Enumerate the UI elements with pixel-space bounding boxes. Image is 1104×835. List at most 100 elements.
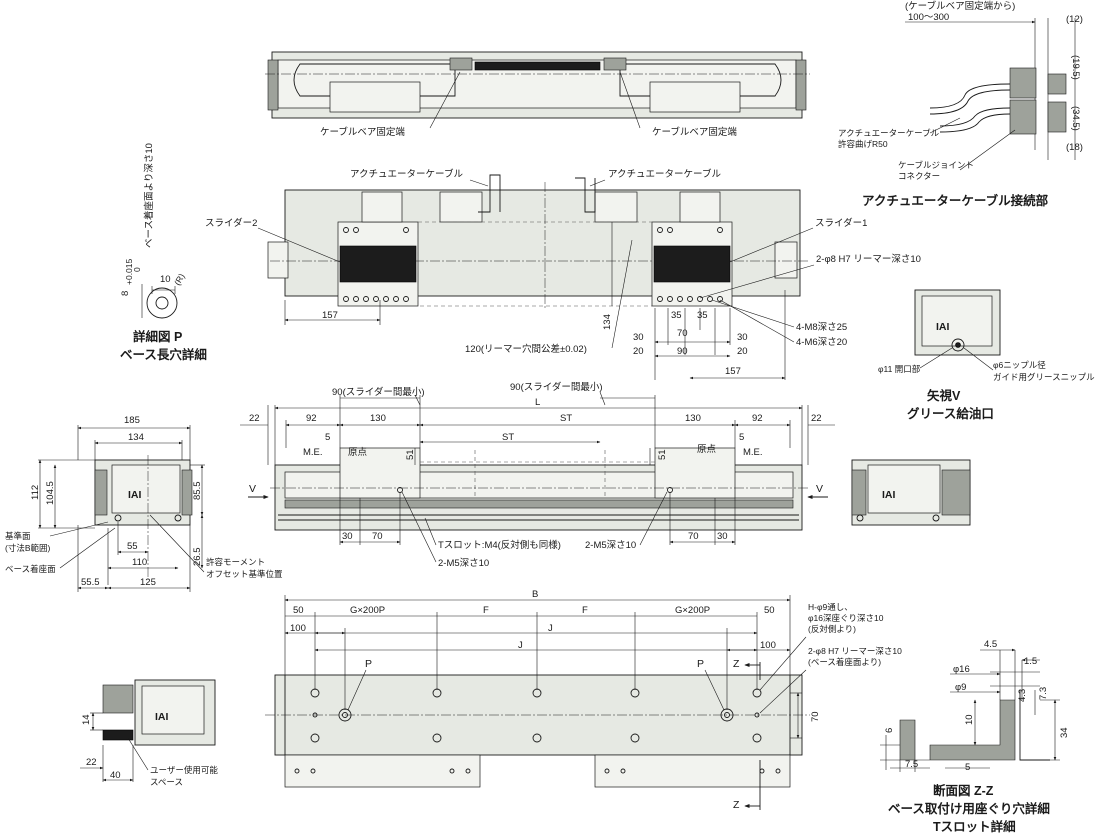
origin-left: 原点 bbox=[348, 447, 368, 458]
open-label: φ11 開口部 bbox=[878, 364, 921, 374]
Z-top: Z bbox=[733, 658, 740, 670]
top-view: ケーブルベア固定端 ケーブルベア固定端 bbox=[265, 51, 810, 138]
dim-ST-top: ST bbox=[560, 413, 572, 424]
dim-8: 8 bbox=[120, 291, 131, 296]
dim-35-plan-b: 35 bbox=[697, 310, 708, 321]
dim-50-l: 50 bbox=[293, 605, 304, 616]
dim-70-front-l: 70 bbox=[372, 531, 383, 542]
dim-34-section: 34 bbox=[1059, 727, 1070, 738]
dim-51-left: 51 bbox=[405, 449, 416, 460]
dim-100-r: 100 bbox=[760, 640, 776, 651]
dim-5-section: 5 bbox=[965, 762, 970, 773]
dim-85-5: 85.5 bbox=[192, 482, 203, 501]
dim-30-plan-a: 30 bbox=[633, 332, 644, 343]
small-side-logo: IAI bbox=[155, 711, 169, 723]
dim-5-right: 5 bbox=[739, 432, 744, 443]
J-bot: J bbox=[518, 640, 523, 651]
dim-22-side: 22 bbox=[86, 757, 97, 768]
dim-20-plan-a: 20 bbox=[633, 346, 644, 357]
act-cable-bend-2: 許容曲げR50 bbox=[838, 139, 888, 149]
fixed-end-label-left: ケーブルベア固定端 bbox=[320, 126, 405, 138]
dim-157-right: 157 bbox=[725, 366, 741, 377]
end-view-right: IAI bbox=[851, 459, 971, 526]
section-caption-3: Tスロット詳細 bbox=[933, 819, 1016, 834]
dim-70-plan: 70 bbox=[677, 328, 688, 339]
dim-134-plan: 134 bbox=[602, 314, 613, 330]
plan-dimensions-right bbox=[654, 290, 786, 380]
reamer-label: 2-φ8 H7 リーマー深さ10 bbox=[816, 254, 921, 265]
dim-B: B bbox=[532, 589, 538, 600]
ref-surface-2: (寸法B範囲) bbox=[5, 543, 51, 553]
dim-70-front-r: 70 bbox=[688, 531, 699, 542]
h-hole-3: (反対側より) bbox=[808, 624, 856, 634]
act-cable-bend-1: アクチュエーターケーブル bbox=[838, 128, 940, 138]
Z-bot: Z bbox=[733, 799, 740, 811]
dim-18: (18) bbox=[1066, 142, 1083, 153]
cable-detail-caption: アクチュエーターケーブル接続部 bbox=[862, 193, 1049, 208]
dim-50-r: 50 bbox=[764, 605, 775, 616]
stroke-min-left: 90(スライダー間最小) bbox=[332, 386, 425, 398]
dim-4-3: 4.3 bbox=[1017, 689, 1028, 702]
joint-connector-2: コネクター bbox=[898, 171, 940, 181]
dim-100-l: 100 bbox=[290, 623, 306, 634]
slider1-label: スライダー1 bbox=[815, 217, 867, 229]
dim-157-left: 157 bbox=[322, 310, 338, 321]
dim-20-plan-b: 20 bbox=[737, 346, 748, 357]
dim-134-end: 134 bbox=[128, 432, 144, 443]
dim-130-left: 130 bbox=[370, 413, 386, 424]
tol-top: +0.015 bbox=[124, 258, 134, 285]
view-v: IAI φ11 開口部 φ6ニップル径 ガイド用グリースニップル 矢視V グリー… bbox=[878, 289, 1095, 421]
dim-14: 14 bbox=[81, 714, 92, 725]
dim-4-5: 4.5 bbox=[984, 639, 997, 650]
dim-6-section: 6 bbox=[884, 728, 895, 733]
me-right: M.E. bbox=[743, 447, 763, 458]
dim-55-5: 55.5 bbox=[81, 577, 100, 588]
reamer-bottom-1: 2-φ8 H7 リーマー深さ10 bbox=[808, 646, 902, 656]
act-cable-left: アクチュエーターケーブル bbox=[350, 168, 463, 180]
act-cable-right: アクチュエーターケーブル bbox=[608, 168, 721, 180]
dim-7-3: 7.3 bbox=[1038, 687, 1049, 700]
origin-right: 原点 bbox=[697, 444, 717, 455]
gx200-l: G×200P bbox=[350, 605, 385, 616]
stroke-min-right: 90(スライダー間最小) bbox=[510, 381, 603, 393]
section-caption-1: 断面図 Z-Z bbox=[933, 783, 994, 798]
dim-92-right: 92 bbox=[752, 413, 763, 424]
nipple-label-1: φ6ニップル径 bbox=[993, 360, 1046, 370]
dim-26-5: 26.5 bbox=[192, 548, 203, 567]
tslot-label: Tスロット:M4(反対側も同様) bbox=[438, 539, 561, 551]
dim-10-detail: 10 bbox=[160, 274, 171, 285]
dim-92-left: 92 bbox=[306, 413, 317, 424]
dim-90-plan: 90 bbox=[677, 346, 688, 357]
me-left: M.E. bbox=[303, 447, 323, 458]
dim-12: (12) bbox=[1066, 14, 1083, 25]
front-view: V V 22 92 130 90(スライダー間最小) 90(スライダー間最小) … bbox=[240, 381, 835, 569]
view-v-caption-2: グリース給油口 bbox=[907, 406, 994, 421]
J-top: J bbox=[548, 623, 553, 634]
dim-125: 125 bbox=[140, 577, 156, 588]
user-space-2: スペース bbox=[150, 777, 183, 787]
dim-70-bottom: 70 bbox=[810, 711, 821, 722]
small-side-view: IAI 14 22 40 ユーザー使用可能 スペース bbox=[80, 679, 218, 787]
dim-7-5: 7.5 bbox=[905, 759, 918, 770]
cable-range-1: (ケーブルベア固定端から) bbox=[905, 0, 1015, 12]
mounting-holes-slider1 bbox=[657, 227, 723, 302]
dim-55: 55 bbox=[127, 541, 138, 552]
r-label: (R) bbox=[172, 272, 187, 287]
dim-51-right: 51 bbox=[657, 449, 668, 460]
detail-p-caption-2: ベース長穴詳細 bbox=[120, 347, 207, 362]
dim-19-5: (19.5) bbox=[1070, 55, 1081, 80]
dim-phi16: φ16 bbox=[953, 664, 970, 675]
m5-label-b: 2-M5深さ10 bbox=[438, 558, 489, 569]
reamer-tolerance: 120(リーマー穴間公差±0.02) bbox=[465, 343, 587, 355]
dim-5-left: 5 bbox=[325, 432, 330, 443]
dim-10-section: 10 bbox=[964, 714, 975, 725]
nipple-label-2: ガイド用グリースニップル bbox=[993, 372, 1095, 382]
dim-110: 110 bbox=[132, 557, 147, 568]
end-logo: IAI bbox=[128, 489, 142, 501]
m8-label: 4-M8深さ25 bbox=[796, 322, 847, 333]
fixed-end-label-right: ケーブルベア固定端 bbox=[652, 126, 737, 138]
dim-35-plan-a: 35 bbox=[671, 310, 682, 321]
iai-logo-view-v: IAI bbox=[936, 321, 950, 333]
F-r: F bbox=[582, 605, 588, 616]
dim-30-front-l: 30 bbox=[342, 531, 353, 542]
